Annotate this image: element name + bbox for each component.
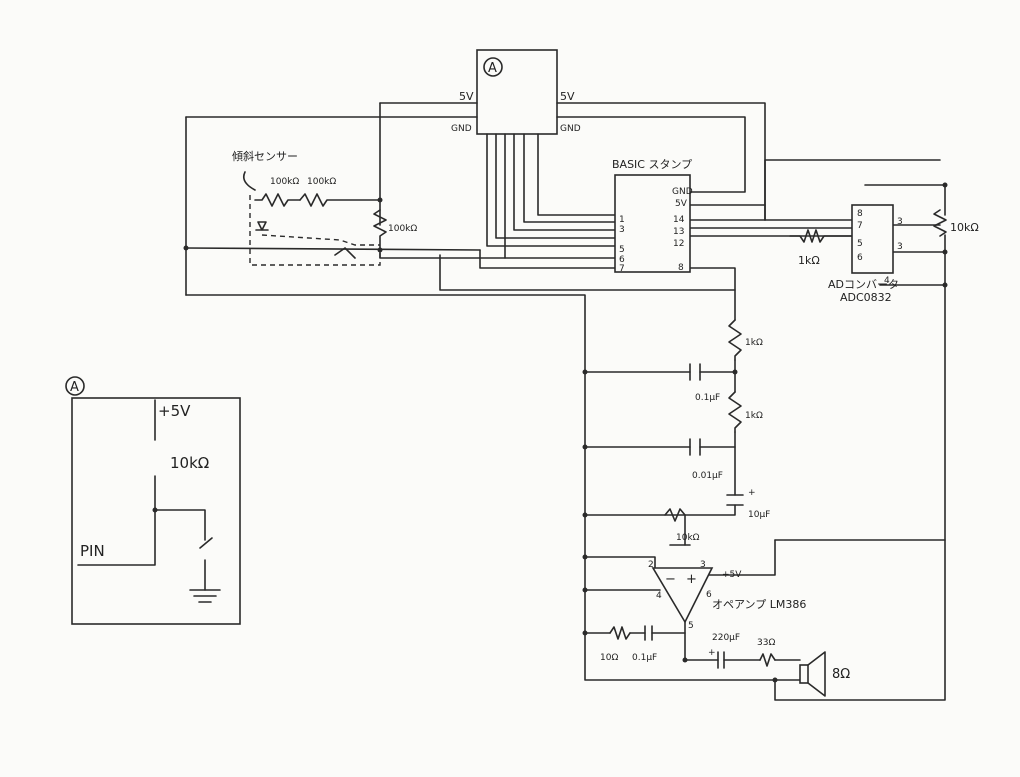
amp-triangle bbox=[651, 567, 714, 624]
module-a-marker: A bbox=[488, 61, 497, 76]
amp-output-cap-label: 220μF bbox=[712, 633, 740, 643]
amp-pin-5: 5 bbox=[688, 621, 694, 631]
inset-resistor-label: 10kΩ bbox=[170, 454, 209, 472]
sensor-label: 傾斜センサー bbox=[232, 149, 298, 163]
speaker-icon bbox=[799, 651, 826, 697]
amp-name: オペアンプ LM386 bbox=[712, 598, 806, 611]
adc-name: ADC0832 bbox=[840, 291, 892, 304]
amp-minus: − bbox=[665, 572, 676, 587]
basic-pin-14: 14 bbox=[673, 215, 685, 225]
wires bbox=[185, 102, 946, 701]
adc-name-jp: ADコンバータ bbox=[828, 278, 899, 291]
capacitors bbox=[644, 363, 744, 669]
filter-c2-label: 0.01μF bbox=[692, 471, 723, 481]
basic-stamp-box bbox=[614, 174, 691, 273]
adc-pin-7: 7 bbox=[857, 221, 863, 231]
amp-feedback-resistor-label: 10Ω bbox=[600, 653, 618, 663]
basic-pin-13: 13 bbox=[673, 227, 684, 237]
amp-pin-6: 6 bbox=[706, 590, 712, 600]
sensor-r3-label: 100kΩ bbox=[388, 224, 417, 234]
amp-output-resistor-label: 33Ω bbox=[757, 638, 775, 648]
filter-r2-label: 1kΩ bbox=[745, 411, 763, 421]
filter-r1-label: 1kΩ bbox=[745, 338, 763, 348]
lm386-amplifier: − + 2 3 4 5 6 +5V オペアンプ LM386 10Ω 0.1μF … bbox=[600, 560, 850, 697]
amp-pin-2: 2 bbox=[648, 560, 654, 570]
sensor-r1-label: 100kΩ bbox=[270, 177, 299, 187]
inset-pin-label: PIN bbox=[80, 542, 105, 560]
basic-pin-8: 8 bbox=[678, 263, 684, 273]
basic-pin-3: 3 bbox=[619, 225, 625, 235]
amp-pin-3: 3 bbox=[700, 560, 706, 570]
basic-pin-12: 12 bbox=[673, 239, 684, 249]
adc-pin-8: 8 bbox=[857, 209, 863, 219]
resistor-sensor-2 bbox=[299, 193, 381, 207]
amp-vcc: +5V bbox=[722, 570, 742, 580]
filter-vr-label: 10kΩ bbox=[676, 533, 700, 543]
module-a-marker-circle bbox=[483, 57, 503, 77]
adc-box bbox=[851, 204, 894, 274]
inset-marker-circle bbox=[65, 376, 85, 396]
resistor-vr bbox=[664, 508, 686, 522]
adc-pin-4: 4 bbox=[884, 276, 890, 286]
resistor-feedback bbox=[609, 626, 631, 640]
basic-pin-5v: 5V bbox=[675, 199, 688, 209]
resistor-pot bbox=[933, 209, 947, 237]
module-a: A 5V 5V GND GND bbox=[451, 49, 581, 135]
capacitor-c3 bbox=[726, 494, 744, 506]
capacitor-feedback bbox=[644, 625, 653, 641]
adc-pin-6: 6 bbox=[857, 253, 863, 263]
sensor-r2-label: 100kΩ bbox=[307, 177, 336, 187]
module-a-gnd-right: GND bbox=[560, 124, 581, 134]
basic-pin-1: 1 bbox=[619, 215, 625, 225]
resistor-adc-input bbox=[789, 229, 853, 243]
adc-pin-3a: 3 bbox=[897, 217, 903, 227]
basic-pin-5: 5 bbox=[619, 245, 625, 255]
basic-pin-7: 7 bbox=[619, 264, 625, 274]
amp-pin-4: 4 bbox=[656, 591, 662, 601]
capacitor-output bbox=[717, 651, 725, 669]
tilt-sensor bbox=[242, 171, 381, 266]
resistor-sensor-1 bbox=[254, 193, 301, 207]
ground-icon bbox=[189, 589, 221, 603]
filter-c3-plus: + bbox=[748, 488, 756, 498]
adc-pin-5: 5 bbox=[857, 239, 863, 249]
speaker-label: 8Ω bbox=[832, 667, 850, 682]
module-a-5v-right: 5V bbox=[560, 90, 575, 103]
adc-pin-3b: 3 bbox=[897, 242, 903, 252]
capacitor-c1 bbox=[689, 363, 701, 381]
basic-pin-6: 6 bbox=[619, 255, 625, 265]
adc-pot-label: 10kΩ bbox=[950, 221, 979, 234]
basic-stamp: BASIC スタンプ GND 5V 14 13 12 1 3 5 6 7 8 bbox=[612, 158, 693, 274]
inset-a: A +5V 10kΩ PIN bbox=[65, 376, 241, 625]
junctions bbox=[183, 182, 948, 683]
adc-input-resistor-label: 1kΩ bbox=[798, 254, 820, 267]
resistor-sensor-3 bbox=[373, 209, 387, 251]
resistors bbox=[148, 193, 947, 667]
amp-feedback-cap-label: 0.1μF bbox=[632, 653, 657, 663]
module-a-gnd-left: GND bbox=[451, 124, 472, 134]
module-a-box bbox=[476, 49, 558, 135]
inset-marker: A bbox=[70, 380, 79, 395]
amp-output-cap-plus: + bbox=[708, 648, 716, 658]
amp-plus: + bbox=[686, 572, 697, 587]
filter-c3-label: 10μF bbox=[748, 510, 770, 520]
filter-c1-label: 0.1μF bbox=[695, 393, 720, 403]
basic-pin-gnd: GND bbox=[672, 187, 693, 197]
resistor-filter-1 bbox=[728, 319, 742, 361]
resistor-output bbox=[759, 653, 776, 667]
resistor-filter-2 bbox=[728, 391, 742, 433]
basic-stamp-title: BASIC スタンプ bbox=[612, 158, 692, 171]
adc-converter: 8 7 5 6 4 3 3 10kΩ 1kΩ ADコンバータ ADC0832 bbox=[798, 204, 979, 304]
capacitor-c2 bbox=[689, 438, 701, 456]
inset-vcc: +5V bbox=[158, 402, 191, 420]
module-a-5v-left: 5V bbox=[459, 90, 474, 103]
